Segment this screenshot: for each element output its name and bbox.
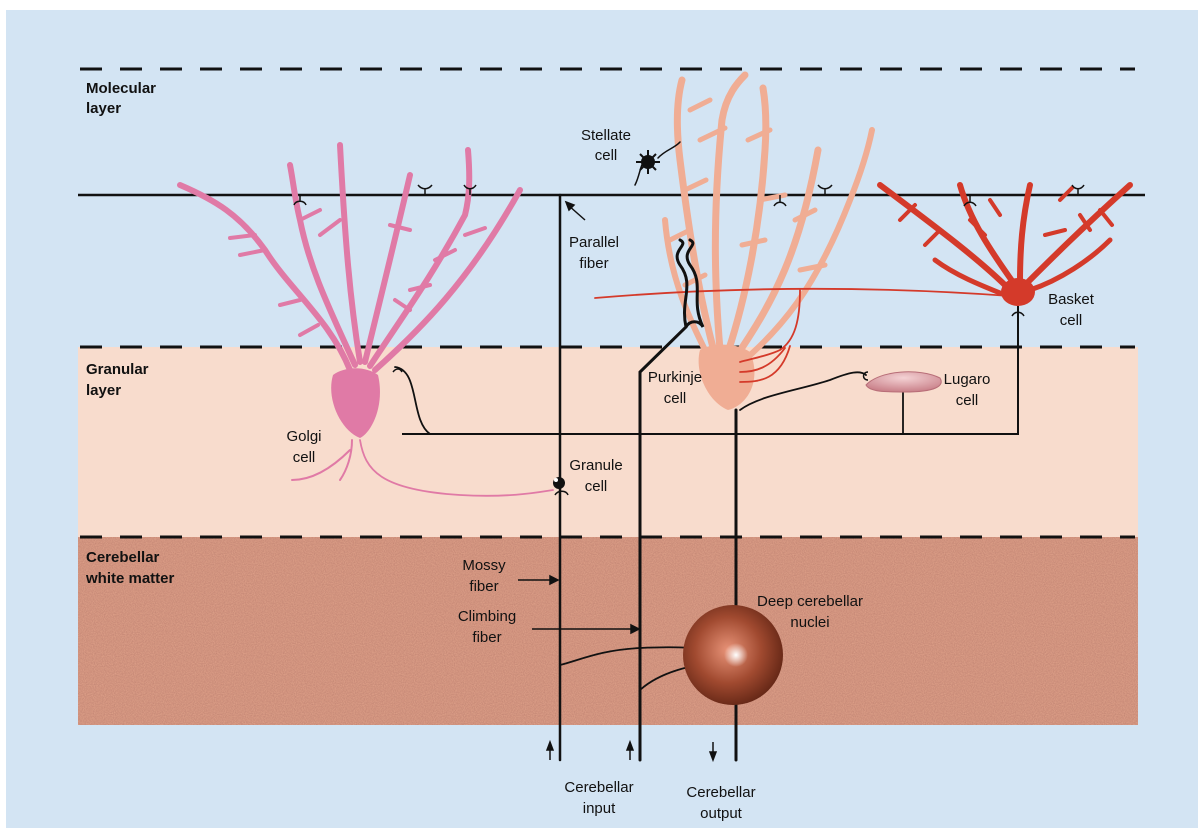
granule-cell — [553, 477, 565, 489]
white-matter-texture — [78, 537, 1138, 725]
deep-nuclei-glow — [724, 643, 748, 667]
basket-soma — [1001, 278, 1035, 306]
